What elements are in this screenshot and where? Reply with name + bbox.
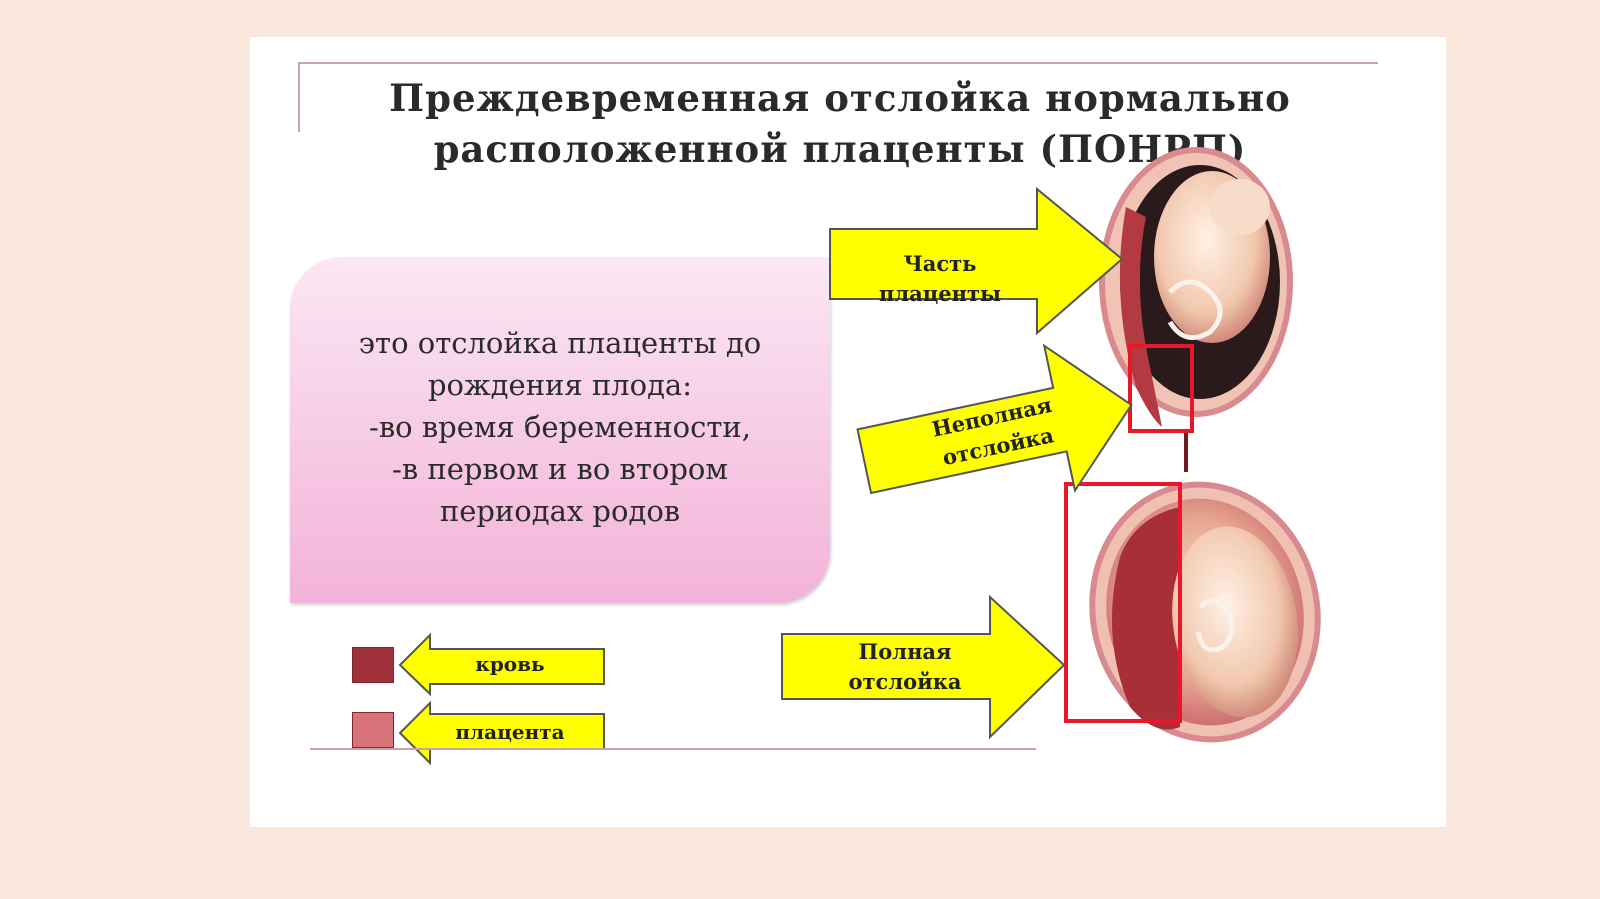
arrow-label-complete: Полная отслойка (848, 639, 962, 694)
highlight-box-complete (1064, 482, 1182, 723)
page-title: Преждевременная отслойка нормально распо… (389, 76, 1291, 171)
legend-label-placenta: плацента (455, 720, 565, 744)
arrow-incomplete (856, 343, 1133, 495)
arrow-part-placenta (829, 186, 1124, 336)
legend-arrow-blood (398, 632, 605, 697)
legend-swatch-placenta (352, 712, 394, 748)
bottom-line (310, 748, 1036, 750)
legend-label-blood: кровь (475, 652, 545, 676)
slide: Преждевременная отслойка нормально распо… (250, 37, 1446, 827)
arrow-label-part-placenta: Часть плаценты (878, 251, 1002, 306)
frame-line-top (298, 62, 1378, 64)
frame-line-left (298, 62, 300, 132)
arrow-complete (781, 594, 1066, 740)
legend-swatch-blood (352, 647, 394, 683)
highlight-box-partial (1128, 344, 1194, 433)
diagram-artwork (398, 147, 1321, 766)
definition-box: это отслойка плаценты до рождения плода:… (290, 257, 830, 603)
uterus-complete-illustration (1064, 481, 1321, 743)
uterus-partial-illustration (1099, 147, 1293, 472)
